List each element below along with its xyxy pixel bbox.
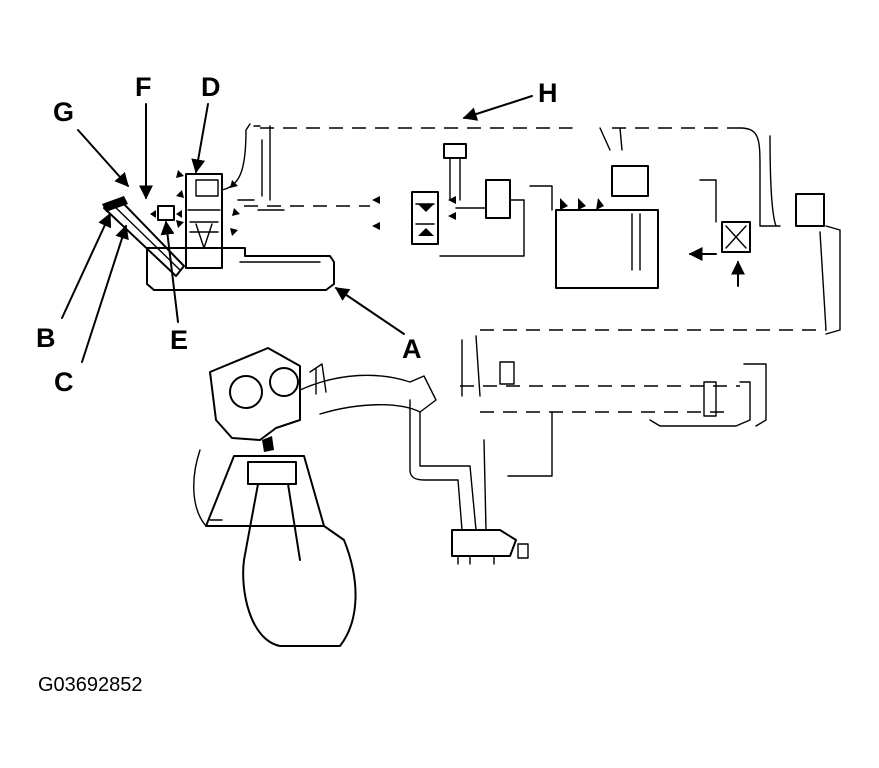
valve-unit-middle xyxy=(372,143,525,257)
callout-a: A xyxy=(402,334,422,364)
callout-e: E xyxy=(170,325,189,355)
tube-b-c xyxy=(102,196,185,277)
callout-g: G xyxy=(53,97,75,127)
callout-d: D xyxy=(201,72,221,102)
valve-d xyxy=(176,170,240,269)
callout-b: B xyxy=(36,323,56,353)
fitting-e xyxy=(150,205,182,221)
callout-leader-lines xyxy=(61,95,533,363)
callout-h: H xyxy=(538,78,558,108)
callout-c: C xyxy=(54,367,74,397)
figure-id: G03692852 xyxy=(38,674,143,696)
tank-right xyxy=(529,165,659,289)
lower-hose-lines xyxy=(409,335,767,531)
engine-cross-section xyxy=(193,347,437,647)
upper-hose-lines xyxy=(221,123,841,335)
callout-f: F xyxy=(135,72,152,102)
chamber-a xyxy=(146,247,335,291)
lower-sensor xyxy=(451,529,529,565)
solenoid-valve xyxy=(688,179,825,287)
